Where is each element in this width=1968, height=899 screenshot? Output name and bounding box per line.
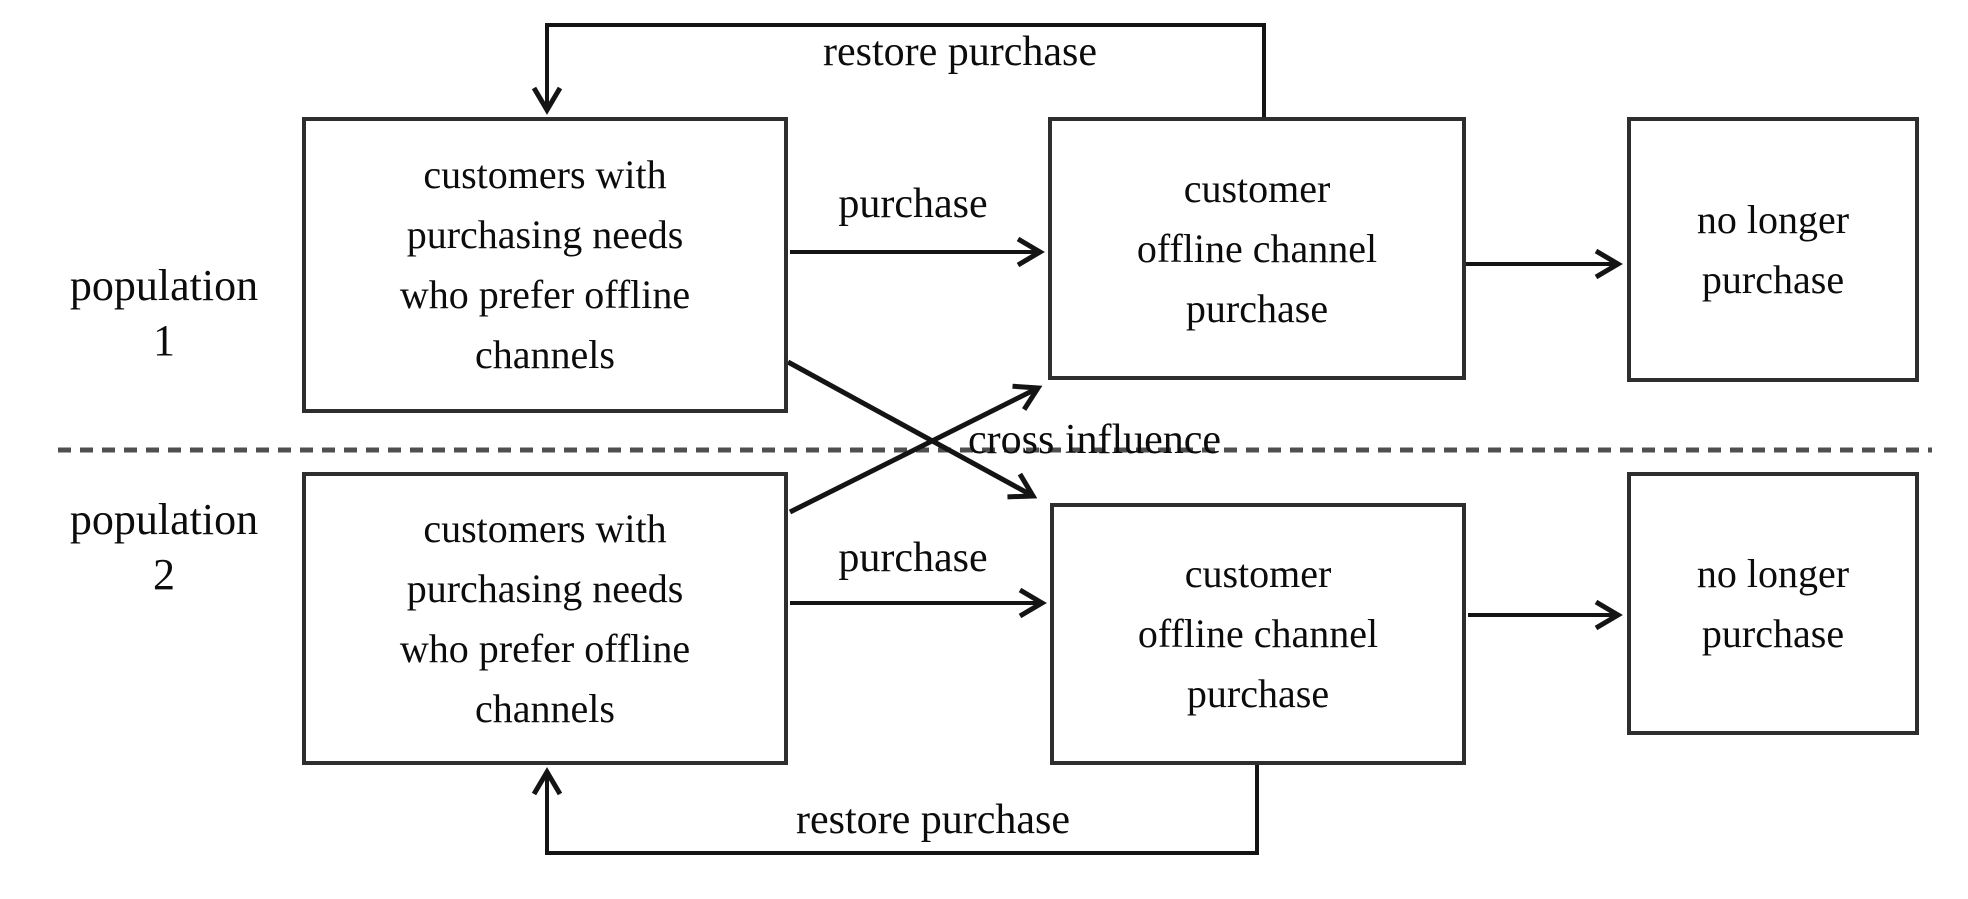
box-pop2-no-longer-purchase: no longer purchase — [1627, 472, 1919, 735]
purchase-label-pop1: purchase — [838, 181, 988, 227]
population-1-label: population 1 — [69, 261, 259, 365]
arrow-cross-influence-pop1-to-pop2 — [786, 359, 1038, 500]
restore-purchase-label-bottom: restore purchase — [795, 797, 1071, 843]
cross-influence-label: cross influence — [968, 417, 1222, 463]
arrow-restore-purchase-pop2 — [531, 765, 1259, 855]
restore-purchase-label-top: restore purchase — [822, 29, 1098, 75]
purchase-label-pop2: purchase — [838, 535, 988, 581]
population-2-label: population 2 — [69, 495, 259, 599]
arrow-restore-purchase-pop1 — [531, 23, 1266, 117]
box-pop2-customers-with-needs: customers with purchasing needs who pref… — [302, 472, 788, 765]
arrow-cross-influence-pop2-to-pop1 — [788, 383, 1043, 515]
box-pop1-no-longer-purchase: no longer purchase — [1627, 117, 1919, 382]
box-pop1-offline-channel-purchase: customer offline channel purchase — [1048, 117, 1466, 380]
box-pop2-offline-channel-purchase: customer offline channel purchase — [1050, 503, 1466, 765]
box-pop1-customers-with-needs: customers with purchasing needs who pref… — [302, 117, 788, 413]
